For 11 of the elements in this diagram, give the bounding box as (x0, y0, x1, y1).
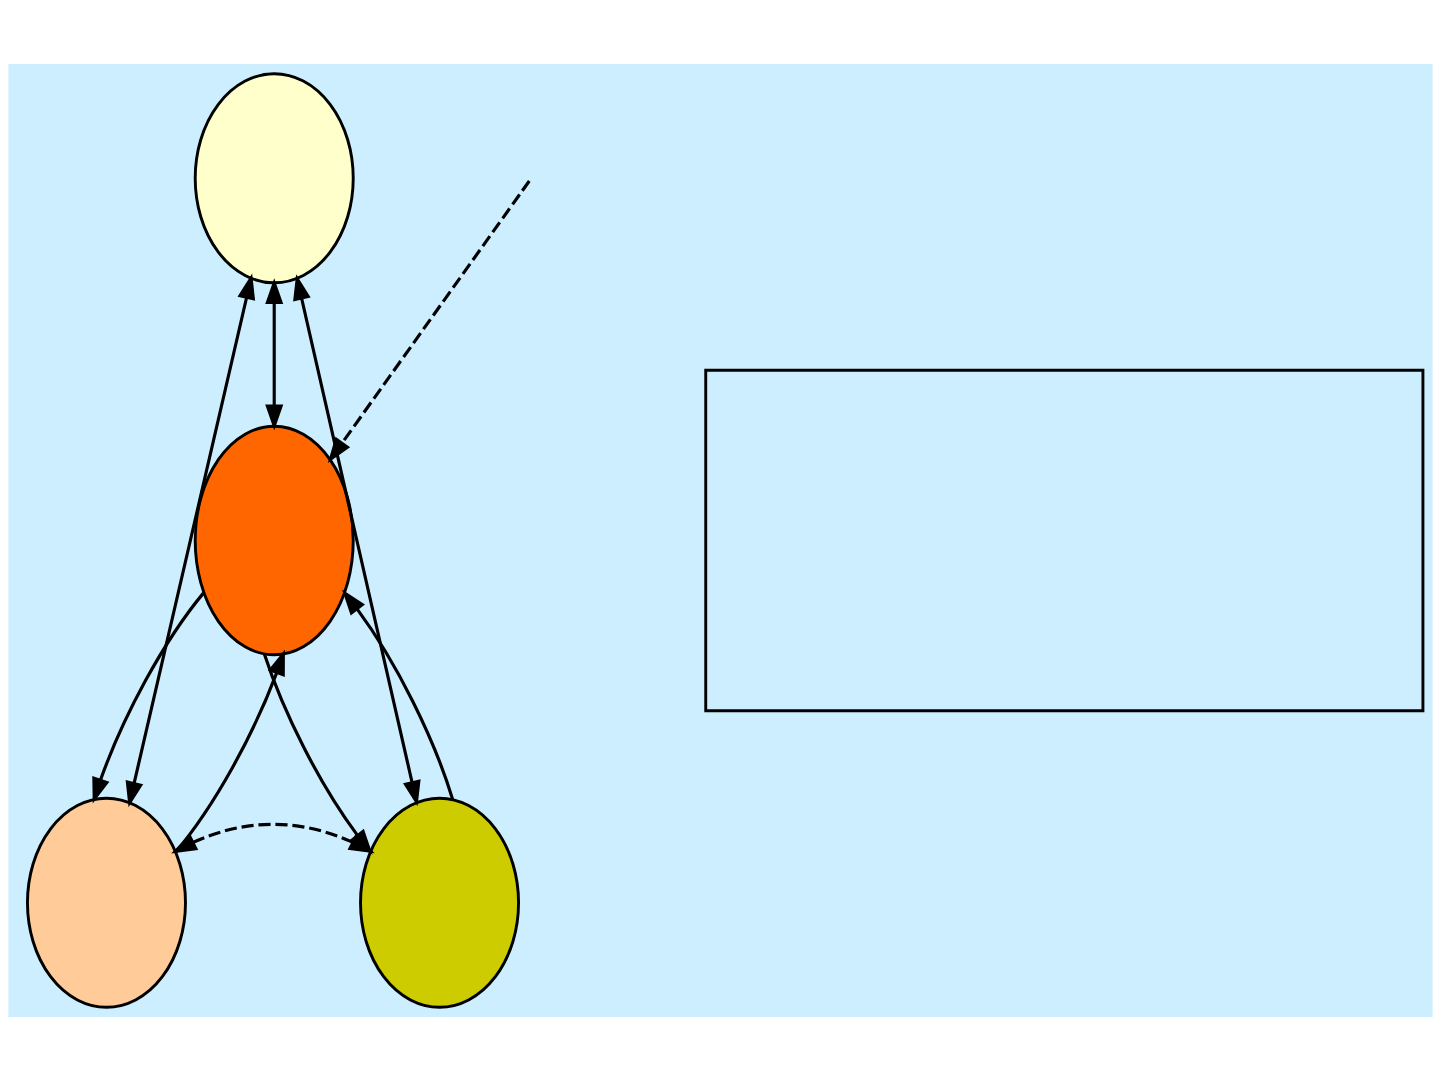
node-ellipse (359, 796, 520, 1009)
arrow (342, 589, 455, 800)
arrow (265, 278, 284, 431)
arrow (125, 273, 256, 808)
node-ellipse (193, 72, 355, 285)
node-ellipse (193, 424, 355, 657)
arrow (293, 274, 421, 807)
arrow (327, 180, 531, 464)
node-ellipse (26, 796, 187, 1009)
node-box (704, 368, 1425, 713)
arrow (92, 591, 206, 804)
